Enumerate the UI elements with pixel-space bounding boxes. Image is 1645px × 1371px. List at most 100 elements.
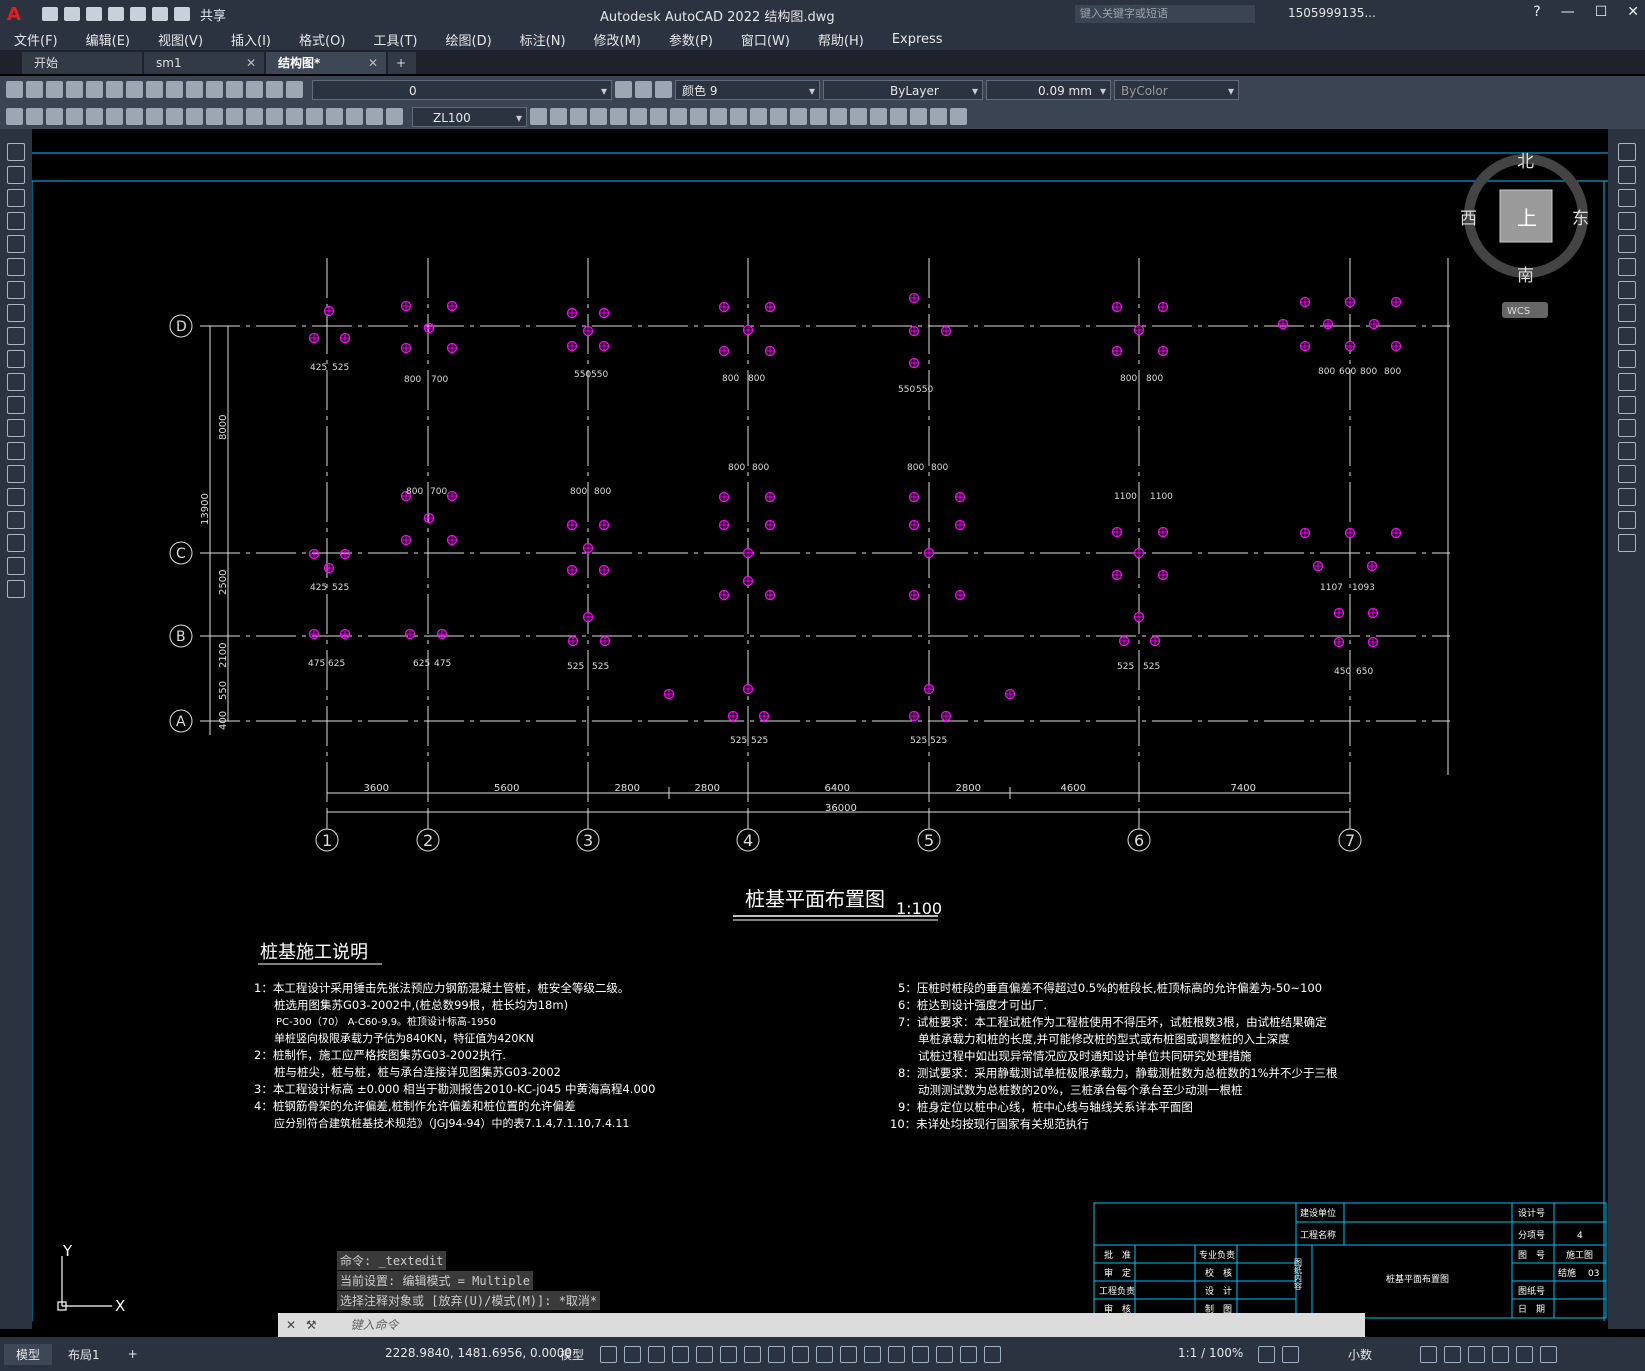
fillet-icon[interactable] bbox=[830, 108, 847, 125]
inspect-icon[interactable] bbox=[306, 108, 323, 125]
blend-icon[interactable] bbox=[1617, 511, 1636, 529]
menu-format[interactable]: 格式(O) bbox=[299, 33, 346, 49]
viewcube-west[interactable]: 西 bbox=[1460, 209, 1477, 229]
quick-properties-icon[interactable] bbox=[1420, 1346, 1437, 1363]
chamfer-icon[interactable] bbox=[1617, 465, 1636, 483]
menu-window[interactable]: 窗口(W) bbox=[740, 33, 790, 49]
arc-length-icon[interactable] bbox=[46, 108, 63, 125]
table-icon[interactable] bbox=[7, 534, 25, 552]
fillet-icon[interactable] bbox=[1617, 488, 1636, 506]
rotate-icon[interactable] bbox=[1617, 281, 1636, 299]
copy-icon[interactable] bbox=[126, 81, 143, 98]
line-icon[interactable] bbox=[7, 143, 25, 161]
erase-icon[interactable] bbox=[1617, 143, 1636, 161]
extend-icon[interactable] bbox=[750, 108, 767, 125]
tab-model[interactable]: 模型 bbox=[4, 1343, 53, 1365]
point-icon[interactable] bbox=[7, 442, 25, 460]
break-icon[interactable] bbox=[1617, 419, 1636, 437]
model-space-toggle[interactable]: 模型 bbox=[560, 1348, 585, 1362]
extend-icon[interactable] bbox=[1617, 373, 1636, 391]
gradient-icon[interactable] bbox=[7, 488, 25, 506]
lineweight-select[interactable]: 0.09 mm bbox=[986, 79, 1111, 101]
dim-update-icon[interactable] bbox=[386, 108, 403, 125]
wcs-button[interactable] bbox=[1502, 302, 1548, 318]
isolate-objects-icon[interactable] bbox=[1468, 1346, 1485, 1363]
copy-icon[interactable] bbox=[1617, 166, 1636, 184]
add-selected-icon[interactable] bbox=[7, 580, 25, 598]
close-icon[interactable]: ✕ bbox=[286, 1318, 297, 1332]
undo-icon[interactable] bbox=[166, 81, 183, 98]
quick-dim-icon[interactable] bbox=[166, 108, 183, 125]
menu-view[interactable]: 视图(V) bbox=[157, 33, 204, 49]
circle-icon[interactable] bbox=[7, 281, 25, 299]
plotstyle-select[interactable]: ByColor bbox=[1114, 79, 1239, 101]
3d-osnap-icon[interactable] bbox=[840, 1346, 857, 1363]
diameter-icon[interactable] bbox=[126, 108, 143, 125]
transparency-icon[interactable] bbox=[792, 1346, 809, 1363]
copy-object-icon[interactable] bbox=[570, 108, 587, 125]
open-icon[interactable] bbox=[26, 81, 43, 98]
close-icon[interactable]: ✕ bbox=[367, 56, 378, 70]
dim-edit-icon[interactable] bbox=[346, 108, 363, 125]
polygon-icon[interactable] bbox=[7, 212, 25, 230]
menu-file[interactable]: 文件(F) bbox=[14, 33, 58, 49]
open-file-icon[interactable] bbox=[64, 7, 80, 21]
ortho-icon[interactable] bbox=[648, 1346, 665, 1363]
print-icon[interactable] bbox=[66, 81, 83, 98]
tab-layout1[interactable]: 布局1 bbox=[68, 1347, 100, 1362]
jog-linear-icon[interactable] bbox=[326, 108, 343, 125]
array-icon[interactable] bbox=[630, 108, 647, 125]
grid-icon[interactable] bbox=[600, 1346, 617, 1363]
make-block-icon[interactable] bbox=[7, 419, 25, 437]
tolerance-icon[interactable] bbox=[266, 108, 283, 125]
selection-filter-icon[interactable] bbox=[888, 1346, 905, 1363]
plot-icon[interactable] bbox=[130, 7, 146, 21]
layer-previous-icon[interactable] bbox=[655, 81, 672, 98]
insert-block-icon[interactable] bbox=[890, 108, 907, 125]
center-mark-icon[interactable] bbox=[286, 108, 303, 125]
join-icon[interactable] bbox=[790, 108, 807, 125]
break-at-point-icon[interactable] bbox=[1617, 396, 1636, 414]
gizmo-icon[interactable] bbox=[912, 1346, 929, 1363]
selection-cycling-icon[interactable] bbox=[816, 1346, 833, 1363]
tab-structure-drawing[interactable]: 结构图*✕ bbox=[266, 52, 386, 74]
mtext-icon[interactable] bbox=[7, 557, 25, 575]
radius-icon[interactable] bbox=[86, 108, 103, 125]
snap-icon[interactable] bbox=[624, 1346, 641, 1363]
new-file-icon[interactable] bbox=[42, 7, 58, 21]
viewcube-north[interactable]: 北 bbox=[1517, 152, 1534, 172]
region-icon[interactable] bbox=[7, 511, 25, 529]
menu-tools[interactable]: 工具(T) bbox=[373, 33, 418, 49]
dim-space-icon[interactable] bbox=[226, 108, 243, 125]
explode-icon[interactable] bbox=[1617, 534, 1636, 552]
move-icon[interactable] bbox=[650, 108, 667, 125]
save-icon[interactable] bbox=[86, 7, 102, 21]
close-icon[interactable]: ✕ bbox=[1627, 4, 1639, 20]
polar-icon[interactable] bbox=[672, 1346, 689, 1363]
ellipse-arc-icon[interactable] bbox=[7, 373, 25, 391]
erase-icon[interactable] bbox=[550, 108, 567, 125]
join-icon[interactable] bbox=[1617, 442, 1636, 460]
menu-express[interactable]: Express bbox=[891, 31, 943, 47]
array-icon[interactable] bbox=[1617, 235, 1636, 253]
dim-style-icon[interactable] bbox=[530, 108, 547, 125]
move-icon[interactable] bbox=[1617, 258, 1636, 276]
save-icon[interactable] bbox=[46, 81, 63, 98]
command-input[interactable]: 键入命令 bbox=[350, 1318, 399, 1332]
minimize-icon[interactable]: — bbox=[1560, 4, 1575, 20]
layer-select[interactable]: 0 bbox=[312, 79, 612, 101]
preview-icon[interactable] bbox=[86, 81, 103, 98]
tab-start[interactable]: 开始 bbox=[22, 52, 142, 74]
menu-insert[interactable]: 插入(I) bbox=[231, 33, 272, 49]
user-account[interactable]: 1505999135... bbox=[1288, 6, 1376, 20]
clean-screen-icon[interactable] bbox=[1516, 1346, 1533, 1363]
paste-icon[interactable] bbox=[146, 81, 163, 98]
stretch-icon[interactable] bbox=[710, 108, 727, 125]
hatch-icon[interactable] bbox=[7, 465, 25, 483]
spline-icon[interactable] bbox=[7, 327, 25, 345]
menu-dimension[interactable]: 标注(N) bbox=[519, 33, 566, 49]
viewcube-ring[interactable] bbox=[1464, 154, 1588, 278]
undo-icon[interactable] bbox=[152, 7, 168, 21]
search-input[interactable]: 键入关键字或短语 bbox=[1075, 5, 1255, 23]
